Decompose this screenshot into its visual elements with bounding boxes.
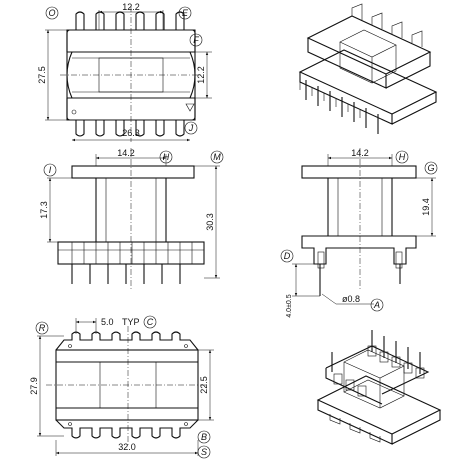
front-view: 14.2 17.3 30.3 I H M: [39, 148, 224, 290]
label-side-top: H: [399, 152, 406, 162]
dim-top-height-right: 12.2: [196, 66, 206, 84]
isometric-view-top: [298, 3, 438, 134]
top-view-upper-slots: [66, 11, 196, 52]
label-bottom-bottom-right: S: [201, 447, 207, 457]
top-view-lower-slots: [66, 98, 196, 137]
dim-side-width: 14.2: [351, 148, 369, 158]
side-view: 14.2 19.4 4.0±0.5 ø0.8 H G D A: [280, 148, 438, 318]
isometric-view-bottom: [316, 330, 442, 445]
dim-bottom-height-right: 22.5: [199, 376, 209, 394]
label-top-left: O: [48, 8, 55, 18]
label-top-right: E: [182, 8, 189, 18]
dim-bottom-width: 32.0: [118, 442, 136, 452]
label-front-right: M: [213, 152, 221, 162]
front-top-flange: [71, 165, 195, 179]
dim-top-width-bottom: 26.3: [122, 128, 140, 138]
label-right-upper: F: [193, 35, 199, 45]
pin-one-mark-icon: [71, 109, 77, 115]
dim-bottom-height-left: 27.9: [29, 377, 39, 395]
bottom-view: 5.0 TYP 27.9 22.5 32.0 R C B S: [29, 315, 214, 459]
label-bottom-right-lower: B: [201, 432, 207, 442]
dim-front-height-right: 30.3: [205, 213, 215, 231]
label-side-bottom: A: [373, 300, 380, 310]
dim-side-pin-diameter: ø0.8: [342, 294, 360, 304]
label-bottom-right: J: [188, 123, 194, 133]
side-top-flange: [301, 165, 417, 179]
front-pins: [71, 264, 181, 284]
label-front-left: I: [49, 165, 52, 175]
dim-top-height-left: 27.5: [37, 66, 47, 84]
dim-bottom-pitch-note: TYP: [122, 317, 140, 327]
label-bottom-top-left: R: [39, 323, 46, 333]
bottom-view-upper-slots: [55, 331, 199, 351]
dim-front-height-left: 17.3: [39, 201, 49, 219]
label-bottom-pitch: C: [147, 317, 154, 327]
bottom-view-lower-slots: [55, 419, 199, 439]
polarity-triangle-icon: [185, 103, 195, 112]
label-front-top: H: [163, 152, 170, 162]
dim-bottom-pitch: 5.0: [101, 317, 114, 327]
dim-side-pin-height: 4.0±0.5: [286, 294, 293, 317]
label-side-right: G: [427, 163, 434, 173]
dim-side-height: 19.4: [421, 198, 431, 216]
dim-front-width: 14.2: [117, 148, 135, 158]
top-view: 12.2 27.5 12.2 26.3 O E F J: [37, 2, 212, 142]
front-base: [57, 241, 205, 265]
side-base: [301, 235, 417, 265]
label-side-left: D: [284, 251, 291, 261]
dim-top-width: 12.2: [122, 2, 140, 12]
